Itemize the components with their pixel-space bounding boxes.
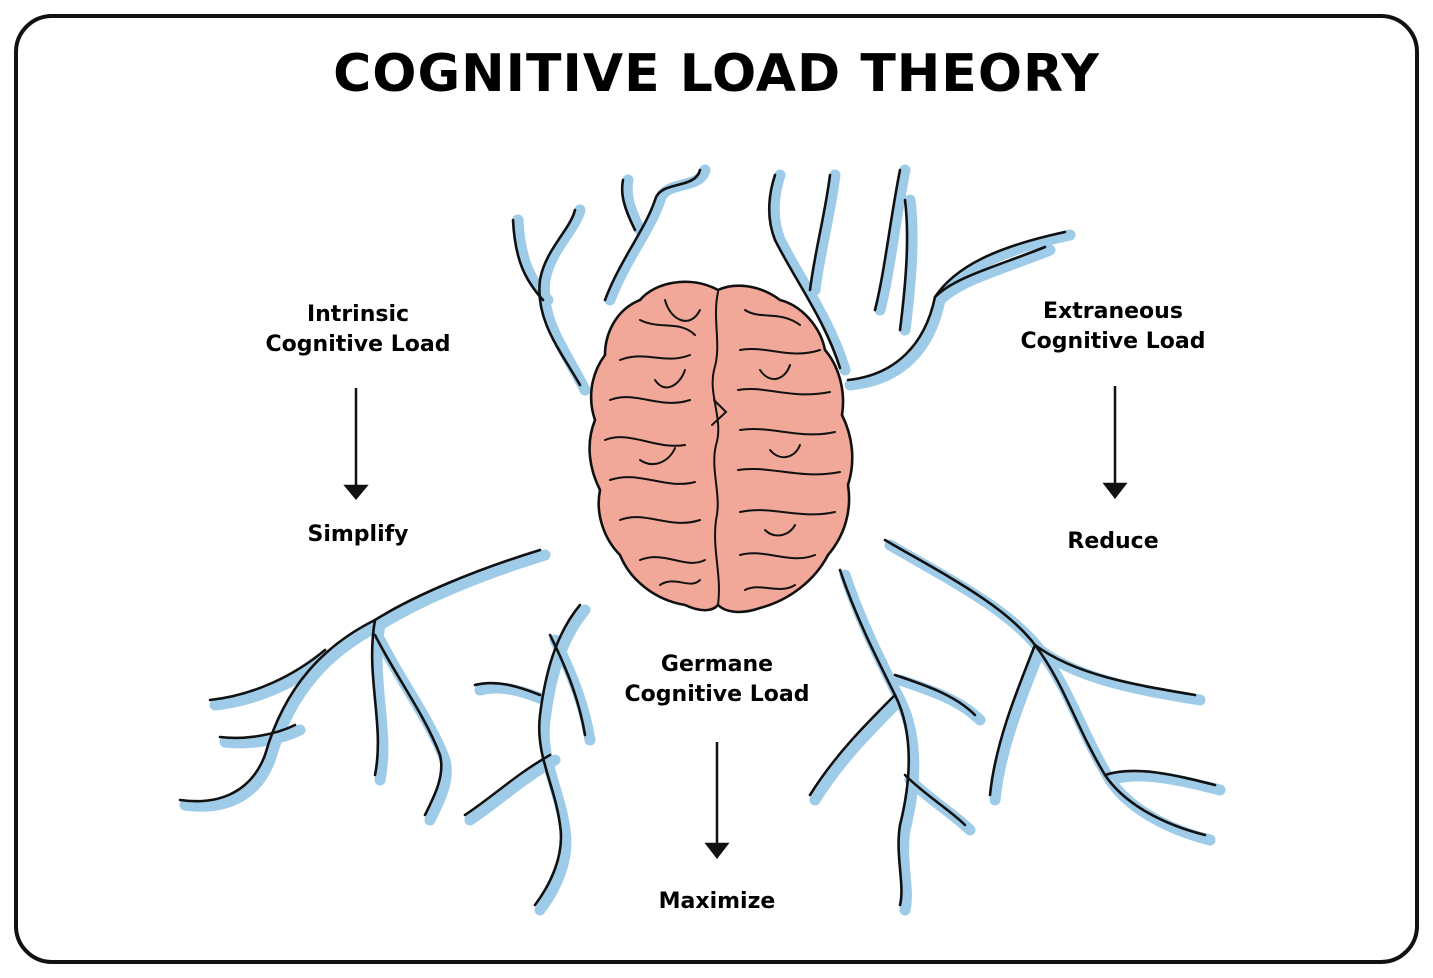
page-title: COGNITIVE LOAD THEORY bbox=[333, 44, 1100, 104]
germane-action: Maximize bbox=[658, 889, 776, 914]
intrinsic-line1: Intrinsic bbox=[306, 302, 410, 327]
intrinsic-load-label: Intrinsic Cognitive Load bbox=[228, 300, 488, 360]
extraneous-load-label: Extraneous Cognitive Load bbox=[983, 297, 1243, 357]
intrinsic-action: Simplify bbox=[307, 522, 409, 547]
extraneous-line2: Cognitive Load bbox=[1020, 329, 1206, 354]
nerve-branches bbox=[178, 164, 1226, 916]
extraneous-line1: Extraneous bbox=[1043, 299, 1183, 324]
extraneous-action: Reduce bbox=[1067, 529, 1159, 554]
germane-line1: Germane bbox=[660, 652, 774, 677]
down-arrow-icon bbox=[343, 388, 369, 500]
intrinsic-line2: Cognitive Load bbox=[265, 332, 451, 357]
germane-line2: Cognitive Load bbox=[624, 682, 810, 707]
germane-load-label: Germane Cognitive Load bbox=[587, 650, 847, 710]
down-arrow-icon bbox=[1102, 386, 1128, 500]
down-arrow-icon bbox=[704, 742, 730, 860]
brain-icon bbox=[588, 280, 854, 614]
